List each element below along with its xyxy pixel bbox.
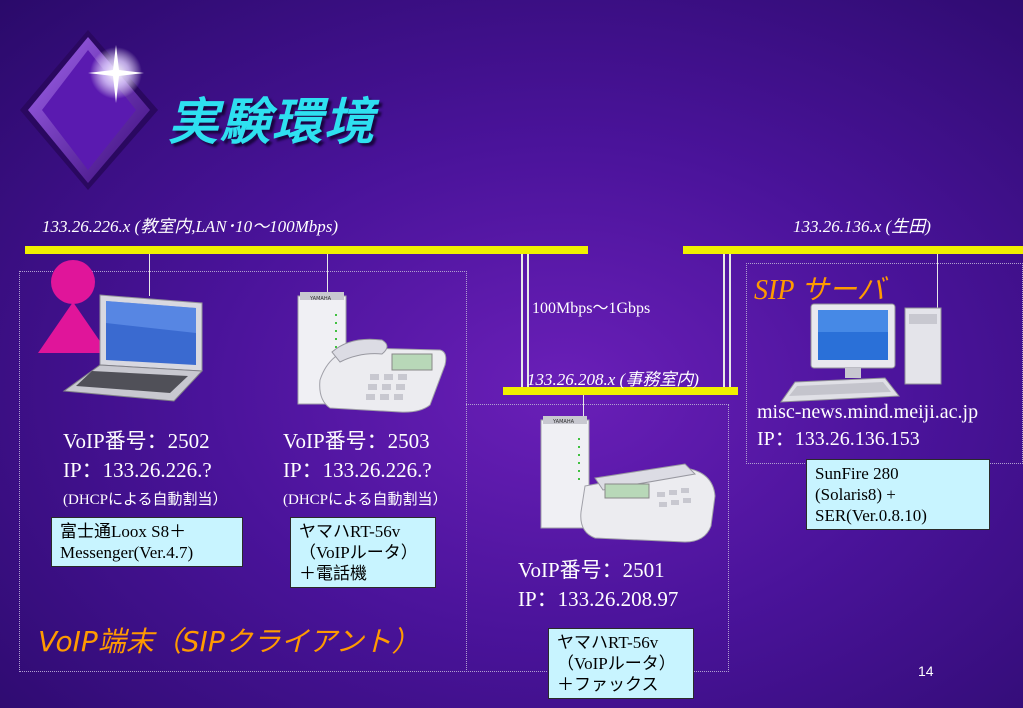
laptop-spec-box: 富士通Loox S8＋ Messenger(Ver.4.7) bbox=[51, 517, 243, 567]
right-network-label: 133.26.136.x (生田) bbox=[793, 217, 931, 236]
phone-spec-box: ヤマハRT-56v （VoIPルータ） ＋電話機 bbox=[290, 517, 436, 588]
sip-client-group-box bbox=[19, 271, 467, 672]
fax-spec-box: ヤマハRT-56v （VoIPルータ） ＋ファックス bbox=[548, 628, 694, 699]
spec-line: ＋電話機 bbox=[299, 564, 367, 583]
laptop-dhcp-note: (DHCPによる自動割当） bbox=[63, 492, 228, 508]
phone-ip: IP：133.26.226.? bbox=[283, 458, 432, 482]
link-line-right-b bbox=[729, 254, 731, 387]
page-title: 実験環境 bbox=[168, 93, 376, 151]
spec-line: ヤマハRT-56v bbox=[299, 522, 401, 541]
laptop-icon bbox=[62, 294, 204, 402]
sip-client-group-label: VoIP端末（SIPクライアント） bbox=[38, 625, 420, 658]
page-number: 14 bbox=[918, 663, 934, 679]
server-computer-icon bbox=[780, 303, 942, 403]
fax-ip: IP：133.26.208.97 bbox=[518, 587, 679, 611]
spec-line: （VoIPルータ） bbox=[299, 543, 418, 562]
link-line-left-a bbox=[521, 254, 523, 387]
mid-network-bar bbox=[503, 387, 738, 395]
svg-text:YAMAHA: YAMAHA bbox=[552, 419, 575, 425]
link-line-right-a bbox=[723, 254, 725, 387]
laptop-voip-number: VoIP番号：2502 bbox=[63, 429, 210, 453]
spec-line: SunFire 280 bbox=[815, 464, 899, 483]
server-drop-line bbox=[937, 254, 938, 309]
spec-line: （VoIPルータ） bbox=[557, 654, 676, 673]
spec-line: (Solaris8) + bbox=[815, 485, 896, 504]
phone-dhcp-note: (DHCPによる自動割当） bbox=[283, 492, 448, 508]
spec-line: Messenger(Ver.4.7) bbox=[60, 543, 194, 562]
fax-drop-line bbox=[583, 395, 584, 420]
diamond-star-logo bbox=[20, 30, 158, 190]
user-icon bbox=[38, 260, 108, 353]
sip-server-heading: SIP サーバ bbox=[754, 275, 885, 306]
phone-drop-line bbox=[327, 254, 328, 294]
spec-line: ヤマハRT-56v bbox=[557, 633, 659, 652]
svg-text:YAMAHA: YAMAHA bbox=[309, 296, 332, 302]
voip-phone-icon: YAMAHA bbox=[297, 292, 447, 413]
link-line-left-b bbox=[527, 254, 529, 387]
mid-network-label: 133.26.208.x (事務室内) bbox=[527, 370, 699, 389]
fax-voip-number: VoIP番号：2501 bbox=[518, 558, 665, 582]
link-speed-label: 100Mbps～1Gbps bbox=[532, 300, 651, 317]
sip-server-ip: IP：133.26.136.153 bbox=[757, 428, 920, 450]
left-network-label: 133.26.226.x (教室内,LAN･10～100Mbps) bbox=[42, 217, 339, 236]
phone-voip-number: VoIP番号：2503 bbox=[283, 429, 430, 453]
sip-server-spec-box: SunFire 280 (Solaris8) + SER(Ver.0.8.10) bbox=[806, 459, 990, 530]
left-network-bar bbox=[25, 246, 588, 254]
voip-fax-icon: YAMAHA bbox=[540, 416, 716, 543]
spec-line: 富士通Loox S8＋ bbox=[60, 522, 187, 541]
spec-line: SER(Ver.0.8.10) bbox=[815, 506, 927, 525]
laptop-ip: IP：133.26.226.? bbox=[63, 458, 212, 482]
laptop-drop-line bbox=[149, 254, 150, 296]
spec-line: ＋ファックス bbox=[557, 675, 659, 694]
sip-server-hostname: misc-news.mind.meiji.ac.jp bbox=[757, 401, 979, 423]
right-network-bar bbox=[683, 246, 1023, 254]
